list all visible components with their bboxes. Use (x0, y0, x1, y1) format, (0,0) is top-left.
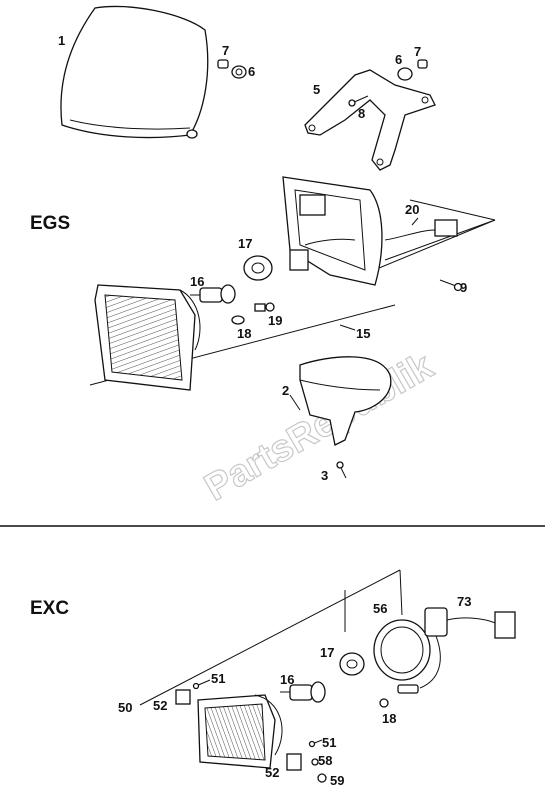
part-headlight-housing-egs (282, 176, 383, 286)
label-18-exc: 18 (382, 711, 396, 726)
part-20-connector (384, 217, 458, 241)
label-3: 3 (321, 468, 328, 483)
label-52-upper: 52 (153, 698, 167, 713)
part-52-bracket-upper (175, 689, 191, 705)
label-5: 5 (313, 82, 320, 97)
label-59: 59 (330, 773, 344, 788)
part-16-bulb-exc (280, 681, 326, 703)
part-52-bracket-lower (286, 753, 302, 771)
label-73: 73 (457, 594, 471, 609)
label-19: 19 (268, 313, 282, 328)
label-50: 50 (118, 700, 132, 715)
label-20: 20 (405, 202, 419, 217)
label-16-exc: 16 (280, 672, 294, 687)
label-9: 9 (460, 280, 467, 295)
label-58: 58 (318, 753, 332, 768)
label-52-lower: 52 (265, 765, 279, 780)
part-7-rubber-right (417, 59, 428, 69)
label-16-egs: 16 (190, 274, 204, 289)
exc-frame-lines (139, 569, 403, 706)
part-51-screw-lower (308, 739, 323, 748)
part-17-bulb-holder-egs (243, 255, 273, 281)
part-16-bulb-egs (190, 284, 236, 304)
label-17-exc: 17 (320, 645, 334, 660)
part-73-wiring-harness (419, 607, 516, 689)
part-19-parking-bulb (254, 302, 275, 312)
label-1: 1 (58, 33, 65, 48)
label-2: 2 (282, 383, 289, 398)
part-9-bolt (439, 279, 463, 292)
part-51-screw-upper (192, 679, 211, 690)
label-7-right: 7 (414, 44, 421, 59)
part-50-headlight-unit (197, 694, 283, 769)
part-7-rubber-left (217, 59, 229, 69)
part-56-ring (373, 619, 431, 681)
part-6-grommet-left (231, 65, 247, 79)
part-3-screw (336, 461, 347, 479)
part-1-headlight-mask (60, 5, 209, 139)
section-label-egs: EGS (30, 213, 70, 234)
label-51-upper: 51 (211, 671, 225, 686)
part-5-bracket (304, 69, 436, 171)
label-18-egs: 18 (237, 326, 251, 341)
label-6-left: 6 (248, 64, 255, 79)
part-17-bulb-holder-exc (339, 652, 365, 676)
label-17-egs: 17 (238, 236, 252, 251)
leader-15 (339, 324, 356, 331)
label-8: 8 (358, 106, 365, 121)
part-8-screw (348, 95, 369, 107)
label-56: 56 (373, 601, 387, 616)
label-15: 15 (356, 326, 370, 341)
part-2-lamp-cover (289, 356, 392, 446)
part-6-grommet-right (397, 67, 413, 81)
part-59-nut (317, 773, 327, 783)
part-18-socket-egs (231, 315, 245, 325)
part-18-socket-exc (379, 684, 419, 708)
label-51-lower: 51 (322, 735, 336, 750)
section-label-exc: EXC (30, 598, 69, 619)
label-7-left: 7 (222, 43, 229, 58)
part-15-headlight-insert (94, 284, 201, 391)
part-58-washer (311, 758, 319, 766)
label-6-right: 6 (395, 52, 402, 67)
